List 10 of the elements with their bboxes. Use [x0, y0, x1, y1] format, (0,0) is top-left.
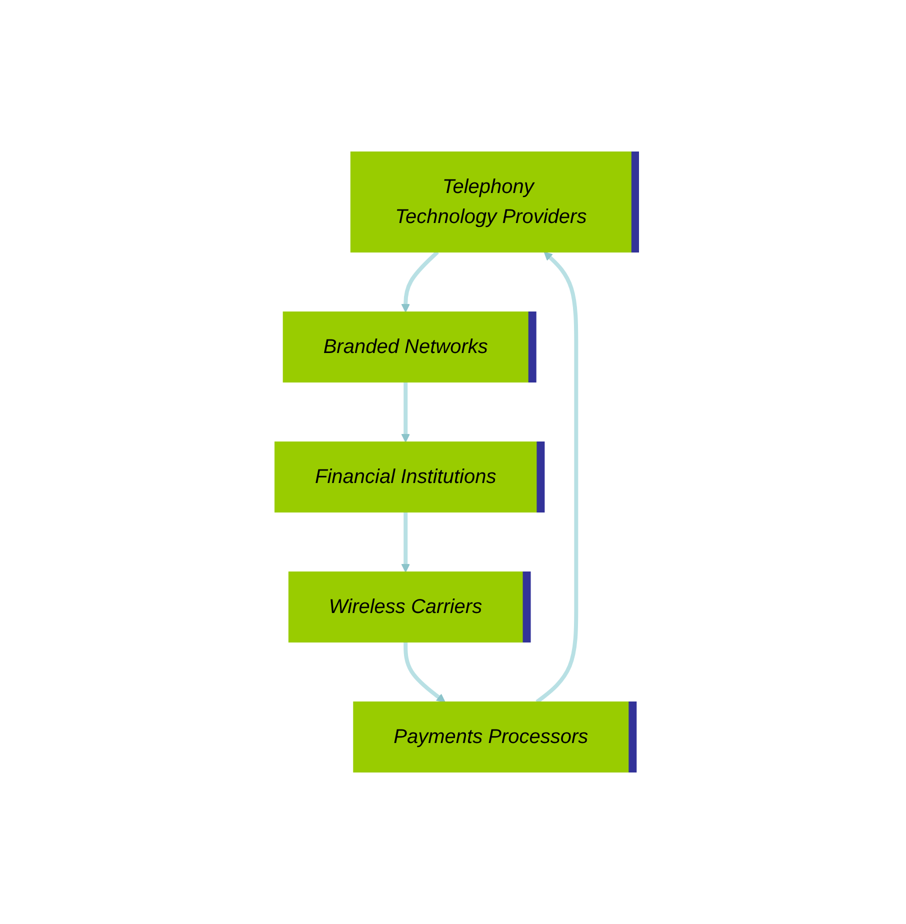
- arrow: [404, 642, 446, 702]
- arrow: [536, 252, 578, 704]
- arrow: [401, 250, 439, 312]
- node-box: Payments Processors: [353, 702, 629, 772]
- arrow: [401, 512, 410, 572]
- node-box: Branded Networks: [282, 312, 528, 382]
- node-box: Wireless Carriers: [288, 572, 523, 642]
- arrow: [401, 382, 410, 442]
- node-box: Financial Institutions: [274, 442, 537, 512]
- node-box: Telephony Technology Providers: [350, 152, 632, 252]
